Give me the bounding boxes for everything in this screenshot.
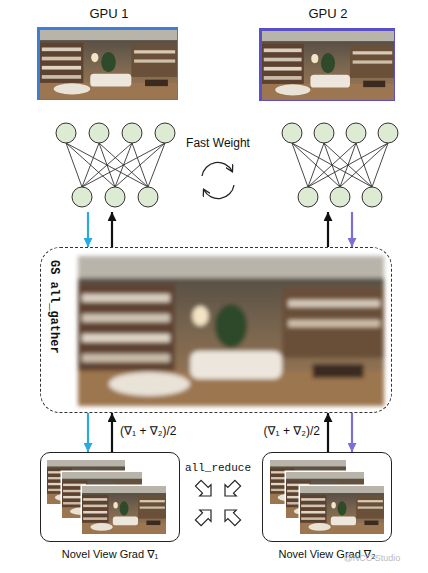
network-edges: [66, 143, 165, 187]
gather-box: GS all_gather: [40, 247, 392, 413]
image-frame: [259, 28, 395, 101]
cycle-arrow: [202, 162, 232, 176]
flow-arrow: [327, 212, 329, 247]
network-neurons: [282, 123, 398, 207]
neuron: [346, 123, 366, 143]
neuron: [56, 123, 76, 143]
neuron: [362, 187, 382, 207]
inward-arrow: [219, 504, 243, 528]
novel-view-box: Novel View Grad ∇₁: [40, 452, 180, 542]
neuron: [282, 123, 302, 143]
inward-arrow: [219, 478, 243, 502]
edge-label: (∇₁ + ∇₂)/2: [264, 424, 320, 438]
node-text: Novel View Grad ∇₁: [11, 548, 209, 561]
view-frame: [300, 486, 384, 534]
reduce-arrows: [193, 478, 244, 529]
scene-image: [262, 31, 394, 100]
gaussian-splat-image: [78, 256, 384, 406]
scene-image: [40, 30, 177, 99]
gpu-column: GPU 1: [38, 6, 180, 212]
novel-view-image: [82, 486, 166, 534]
sync-label: Fast Weight: [186, 136, 250, 150]
inward-arrow: [193, 504, 217, 528]
flow-arrow: [351, 413, 353, 452]
network-neurons: [56, 123, 175, 207]
view-frame: [82, 486, 166, 534]
edge-label: (∇₁ + ∇₂)/2: [120, 424, 176, 438]
inward-arrow: [193, 478, 217, 502]
flow-arrow: [87, 413, 89, 452]
cycle-arrow: [204, 185, 234, 199]
flow-arrow: [327, 413, 329, 452]
neuron: [298, 187, 318, 207]
neuron: [72, 187, 92, 207]
image-frame: [37, 27, 178, 100]
node-heading: GPU 2: [258, 6, 398, 21]
op-label: all_reduce: [185, 462, 251, 474]
neuron: [378, 123, 398, 143]
flow-arrow: [111, 212, 113, 247]
neuron: [122, 123, 142, 143]
neuron: [155, 123, 175, 143]
node-heading: GPU 1: [38, 6, 180, 21]
flow-arrow: [87, 212, 89, 247]
novel-view-image: [300, 486, 384, 534]
node-text: GS all_gather: [47, 260, 61, 354]
neuron: [138, 187, 158, 207]
neuron: [314, 123, 334, 143]
flow-arrow: [111, 413, 113, 452]
gpu-column: GPU 2: [258, 6, 398, 212]
neuron: [105, 187, 125, 207]
network-edges: [292, 143, 388, 187]
watermark: @NCC Studio: [344, 553, 401, 563]
novel-view-box: Novel View Grad ∇₂: [262, 452, 392, 542]
neuron: [89, 123, 109, 143]
flow-arrow: [351, 212, 353, 247]
neuron: [330, 187, 350, 207]
